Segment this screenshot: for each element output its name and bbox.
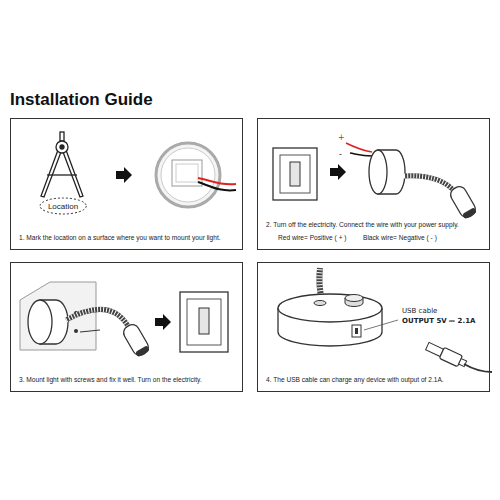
location-text: Location: [48, 202, 78, 211]
usb-label: USB cable: [402, 307, 437, 315]
wire-note: Black wire= Negative ( - ): [363, 234, 437, 242]
location-ellipse: Location: [39, 197, 87, 215]
step-panel: 3. Mount light with screws and fix it we…: [10, 262, 243, 392]
step-panel: 1. Mark the location on a surface where …: [10, 118, 243, 250]
usb-label: OUTPUT 5V ⎓ 2.1A: [402, 317, 475, 325]
title: Installation Guide: [10, 90, 153, 110]
polarity-sign: -: [339, 150, 342, 159]
step-panel: 4. The USB cable can charge any device w…: [257, 262, 490, 392]
polarity-sign: +: [338, 133, 345, 142]
step-caption: 4. The USB cable can charge any device w…: [266, 376, 444, 384]
step-caption: 1. Mark the location on a surface where …: [19, 234, 221, 242]
step-caption: 2. Turn off the electricity. Connect the…: [266, 221, 459, 229]
wire-note: Red wire= Positive ( + ): [278, 234, 347, 242]
step-panel: 2. Turn off the electricity. Connect the…: [257, 118, 490, 250]
step-caption: 3. Mount light with screws and fix it we…: [19, 376, 202, 384]
